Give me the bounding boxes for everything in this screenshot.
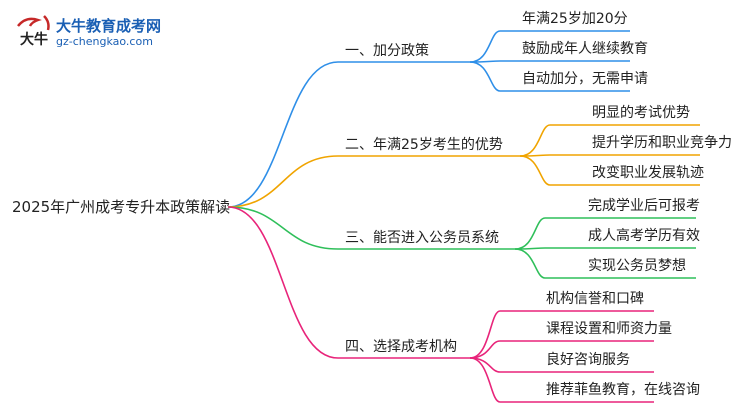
leaf-label: 成人高考学历有效	[588, 228, 700, 244]
branch-label: 四、选择成考机构	[345, 339, 457, 355]
leaf-label: 年满25岁加20分	[522, 11, 628, 27]
leaf-label: 改变职业发展轨迹	[592, 165, 704, 181]
logo-title: 大牛教育成考网	[56, 17, 162, 35]
leaf-label: 明显的考试优势	[592, 105, 690, 121]
site-logo[interactable]: 大牛 大牛教育成考网 gz-chengkao.com	[14, 12, 174, 52]
mindmap-root: 2025年广州成考专升本政策解读	[12, 198, 231, 216]
leaf-connector	[519, 154, 700, 157]
leaf-label: 机构信誉和口碑	[546, 291, 644, 307]
branch-connector	[227, 155, 339, 208]
logo-mark-icon: 大牛	[17, 15, 50, 48]
leaf-label: 课程设置和师资力量	[546, 321, 672, 337]
branch-connector	[227, 206, 339, 359]
branch-label: 一、加分政策	[345, 43, 429, 59]
logo-url: gz-chengkao.com	[56, 35, 153, 48]
leaf-label: 提升学历和职业竞争力	[592, 135, 732, 151]
leaf-connector	[469, 357, 654, 403]
leaf-connector	[469, 61, 630, 92]
leaf-connector	[514, 247, 696, 250]
leaf-label: 鼓励成年人继续教育	[522, 41, 648, 57]
branch-label: 三、能否进入公务员系统	[345, 230, 499, 246]
leaf-connector	[514, 217, 696, 250]
leaf-label: 良好咨询服务	[546, 352, 630, 368]
leaf-connector	[469, 310, 654, 359]
leaf-connector	[514, 248, 696, 279]
leaf-connector	[469, 340, 654, 359]
leaf-label: 完成学业后可报考	[588, 198, 700, 214]
leaf-label: 实现公务员梦想	[588, 258, 686, 274]
leaf-connector	[469, 30, 630, 63]
svg-text:大牛: 大牛	[20, 31, 48, 48]
leaf-label: 推荐菲鱼教育，在线咨询	[546, 382, 700, 398]
leaf-connector	[519, 124, 700, 157]
leaf-connector	[519, 155, 700, 186]
leaf-label: 自动加分，无需申请	[522, 71, 648, 87]
leaf-connector	[469, 60, 630, 63]
branch-connector	[227, 61, 339, 208]
branch-label: 二、年满25岁考生的优势	[345, 137, 503, 153]
branch-connector	[227, 206, 339, 250]
